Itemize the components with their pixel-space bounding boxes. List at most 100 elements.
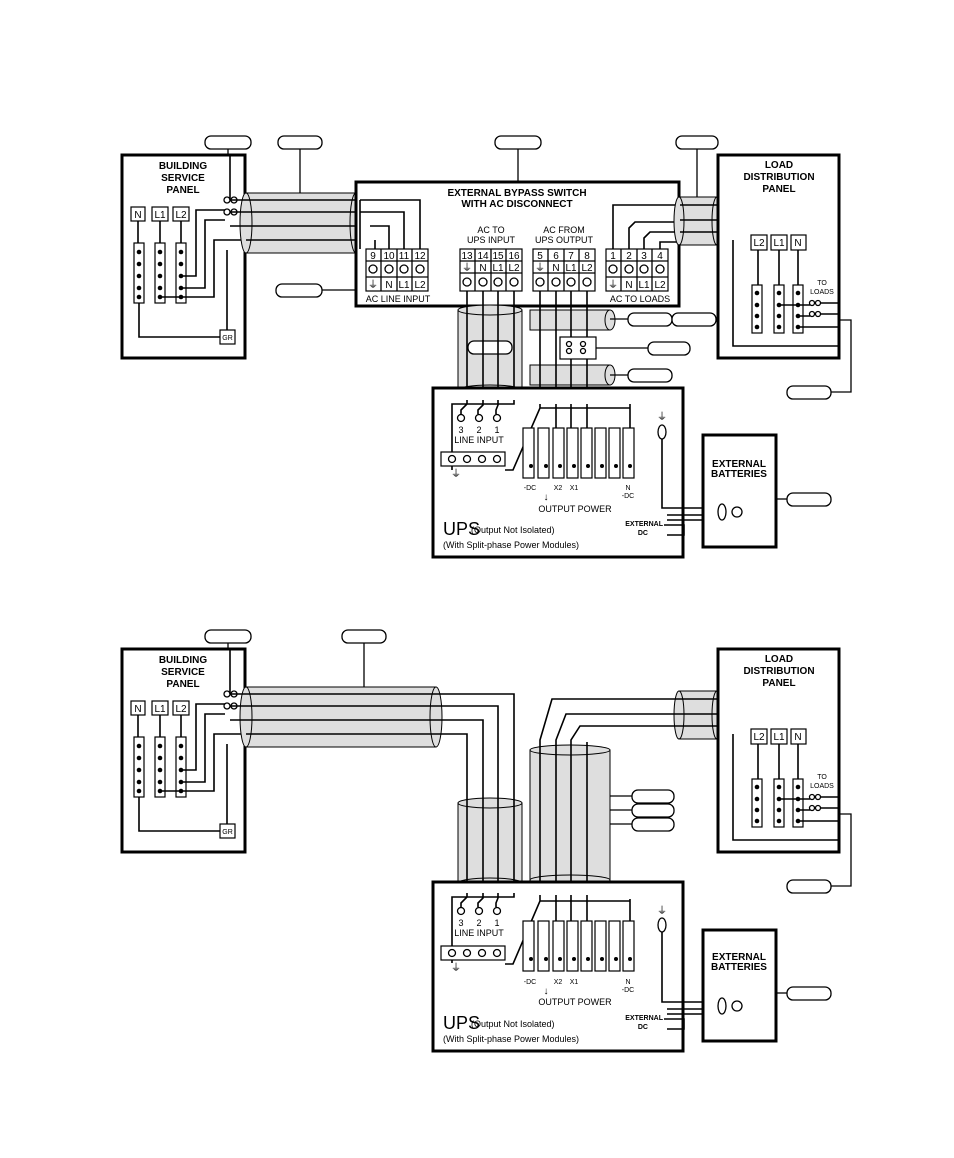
callout-bubble [277, 135, 323, 150]
line-input-number: 3 [458, 918, 463, 928]
l1-terminal-label: L1 [154, 210, 166, 221]
ground-icon: ⏚ [462, 262, 472, 274]
callout-group-top [204, 135, 719, 298]
terminal-number: 13 [461, 251, 473, 262]
bypass-title-1: EXTERNAL BYPASS SWITCH [447, 188, 586, 199]
load-panel-title-1: LOAD [765, 654, 793, 665]
terminal-number: 11 [399, 251, 410, 262]
callout-bubble [631, 803, 675, 818]
terminal-label: L2 [654, 280, 666, 291]
building-panel-title-3: PANEL [166, 679, 199, 690]
terminal-block-ups-output: 5 6 7 8 ⏚ N L1 L2 [532, 248, 596, 292]
leader-line [830, 319, 852, 393]
out-label: N [625, 979, 630, 986]
ground-icon: ⏚ [451, 468, 461, 480]
terminal-number: 4 [657, 251, 663, 262]
terminal-number: 8 [584, 251, 590, 262]
external-batteries-2: EXTERNAL BATTERIES [701, 928, 832, 1043]
line-input-label: LINE INPUT [454, 435, 504, 445]
building-panel-title-1: BUILDING [159, 161, 208, 172]
load-panel-title-2: DISTRIBUTION [743, 666, 814, 677]
terminal-number: 7 [568, 251, 574, 262]
terminal-label: L1 [492, 263, 504, 274]
l2-terminal-label: L2 [175, 704, 187, 715]
ground-icon: ⏚ [535, 262, 545, 274]
callout-bubble [275, 283, 323, 298]
out-label: -DC [524, 485, 536, 492]
callout-bubble [627, 312, 673, 327]
callout-bubble [494, 135, 542, 150]
n-terminal-label: N [794, 238, 801, 249]
building-service-panel: BUILDING SERVICE PANEL N L1 L2 GR [120, 153, 260, 360]
bottom-diagram: BUILDING SERVICE PANEL N L1 L2 GR [120, 629, 852, 1053]
n-terminal-label: N [794, 732, 801, 743]
load-distribution-panel: LOAD DISTRIBUTION PANEL L2 L1 N TO LOADS [716, 153, 841, 360]
terminal-number: 3 [641, 251, 647, 262]
terminal-number: 6 [553, 251, 559, 262]
line-input-label: LINE INPUT [454, 928, 504, 938]
ups-subtitle: (Output Not Isolated) [471, 525, 555, 535]
terminal-number: 12 [414, 251, 426, 262]
l2-terminal-label: L2 [753, 732, 765, 743]
line-input-number: 3 [458, 425, 463, 435]
leader-line [830, 813, 852, 887]
ac-from-ups-label-2: UPS OUTPUT [535, 235, 594, 245]
out-label: N [625, 485, 630, 492]
terminal-label: L2 [581, 263, 593, 274]
batteries-title-2: BATTERIES [711, 469, 767, 480]
callout-bubble [467, 340, 513, 355]
ground-icon: ⏚ [368, 279, 378, 291]
line-input-number: 1 [494, 425, 499, 435]
terminal-label: L2 [414, 280, 426, 291]
building-panel-title-2: SERVICE [161, 173, 205, 184]
ac-line-input-label: AC LINE INPUT [366, 294, 431, 304]
to-loads-label-2: LOADS [810, 783, 834, 790]
terminal-block-loads: 1 2 3 4 ⏚ N L1 L2 [605, 248, 669, 292]
callout-bubble [786, 879, 832, 894]
load-panel-title-1: LOAD [765, 160, 793, 171]
external-dc-label-1: EXTERNAL [625, 1015, 663, 1022]
out-label: X2 [554, 979, 563, 986]
out-label: X2 [554, 485, 563, 492]
ground-icon: ⏚ [451, 962, 461, 974]
out-label: -DC [622, 493, 634, 500]
terminal-number: 14 [477, 251, 489, 262]
callout-bubble [671, 312, 717, 327]
callout-bubble [204, 135, 252, 150]
callout-bubble [647, 341, 691, 356]
external-dc-label-2: DC [638, 1024, 648, 1031]
line-input-number: 2 [476, 918, 481, 928]
callout-bubble [341, 629, 387, 644]
callout-bubble [786, 385, 832, 400]
terminal-block-ups-input: 13 14 15 16 ⏚ N L1 L2 [459, 248, 523, 292]
ac-from-ups-label-1: AC FROM [543, 225, 585, 235]
external-batteries: EXTERNAL BATTERIES [701, 433, 832, 549]
out-label: X1 [570, 485, 579, 492]
n-terminal-label: N [134, 704, 141, 715]
l1-terminal-label: L1 [773, 238, 785, 249]
ground-icon: ⏚ [608, 279, 618, 291]
conduit-service [230, 192, 375, 254]
ups-subtitle: (Output Not Isolated) [471, 1019, 555, 1029]
ground-arrow-icon: ↓ [544, 986, 549, 997]
output-power-label: OUTPUT POWER [538, 504, 612, 514]
out-label: -DC [622, 987, 634, 994]
external-bypass-switch: EXTERNAL BYPASS SWITCH WITH AC DISCONNEC… [354, 180, 681, 308]
output-power-modules [522, 427, 635, 479]
n-terminal-label: N [134, 210, 141, 221]
line-input-number: 2 [476, 425, 481, 435]
conduit-ups-input [457, 291, 523, 400]
building-panel-title-3: PANEL [166, 185, 199, 196]
l2-terminal-label: L2 [753, 238, 765, 249]
ac-to-ups-label-2: UPS INPUT [467, 235, 516, 245]
to-loads-label-1: TO [817, 280, 827, 287]
output-power-modules-2 [522, 920, 635, 972]
terminal-label: L1 [638, 280, 650, 291]
l1-terminal-label: L1 [154, 704, 166, 715]
callout-bubble [631, 817, 675, 832]
l2-terminal-label: L2 [175, 210, 187, 221]
batteries-title-2: BATTERIES [711, 962, 767, 973]
to-loads-label-1: TO [817, 774, 827, 781]
callout-bubble [631, 789, 675, 804]
callout-bubble [675, 135, 719, 150]
